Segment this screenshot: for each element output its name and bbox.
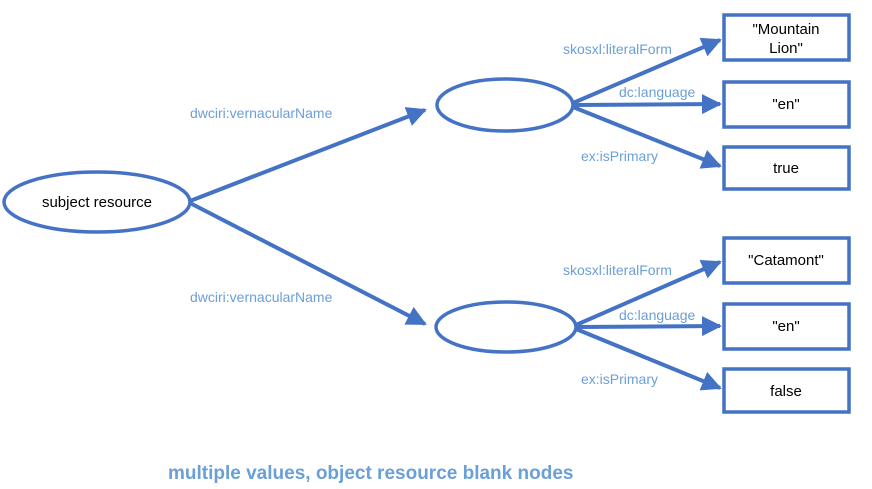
edge-subject-to-blank-1 bbox=[189, 107, 427, 203]
literal-value-catamont: "Catamont" bbox=[748, 252, 824, 269]
literal-box-language-1 bbox=[722, 80, 851, 129]
edge-literal-form-1 bbox=[572, 37, 722, 105]
edge-label-vernacular-1: dwciri:vernacularName bbox=[190, 105, 333, 121]
subject-node bbox=[2, 170, 192, 234]
literal-box-primary-true bbox=[722, 145, 851, 191]
edge-is-primary-2 bbox=[575, 327, 722, 391]
literal-box-primary-false bbox=[722, 367, 851, 414]
edge-label-literal-form-2: skosxl:literalForm bbox=[563, 262, 672, 278]
literal-value-primary-false: false bbox=[770, 383, 802, 400]
blank-node-1 bbox=[435, 77, 575, 133]
literal-value-mountain-lion-line2: Lion" bbox=[769, 40, 803, 57]
literal-value-language-1: "en" bbox=[772, 96, 799, 113]
literal-box-mountain-lion bbox=[722, 13, 851, 62]
subject-label: subject resource bbox=[42, 194, 152, 211]
edge-language-2 bbox=[575, 316, 722, 337]
literal-value-primary-true: true bbox=[773, 160, 799, 177]
literal-box-catamont bbox=[722, 236, 851, 285]
edge-literal-form-2 bbox=[575, 260, 722, 327]
literal-value-mountain-lion-line1: "Mountain bbox=[752, 21, 819, 38]
literal-box-language-2 bbox=[722, 302, 851, 351]
edge-subject-to-blank-2 bbox=[189, 201, 427, 326]
blank-node-2 bbox=[434, 300, 578, 354]
edge-label-is-primary-2: ex:isPrimary bbox=[581, 371, 658, 387]
edge-is-primary-1 bbox=[572, 105, 722, 169]
literal-value-language-2: "en" bbox=[772, 318, 799, 335]
edge-label-literal-form-1: skosxl:literalForm bbox=[563, 41, 672, 57]
diagram-caption: multiple values, object resource blank n… bbox=[168, 463, 573, 484]
edge-label-is-primary-1: ex:isPrimary bbox=[581, 148, 658, 164]
edge-label-language-2: dc:language bbox=[619, 307, 696, 323]
edge-label-language-1: dc:language bbox=[619, 84, 696, 100]
edge-language-1 bbox=[572, 94, 722, 115]
edge-label-vernacular-2: dwciri:vernacularName bbox=[190, 289, 333, 305]
